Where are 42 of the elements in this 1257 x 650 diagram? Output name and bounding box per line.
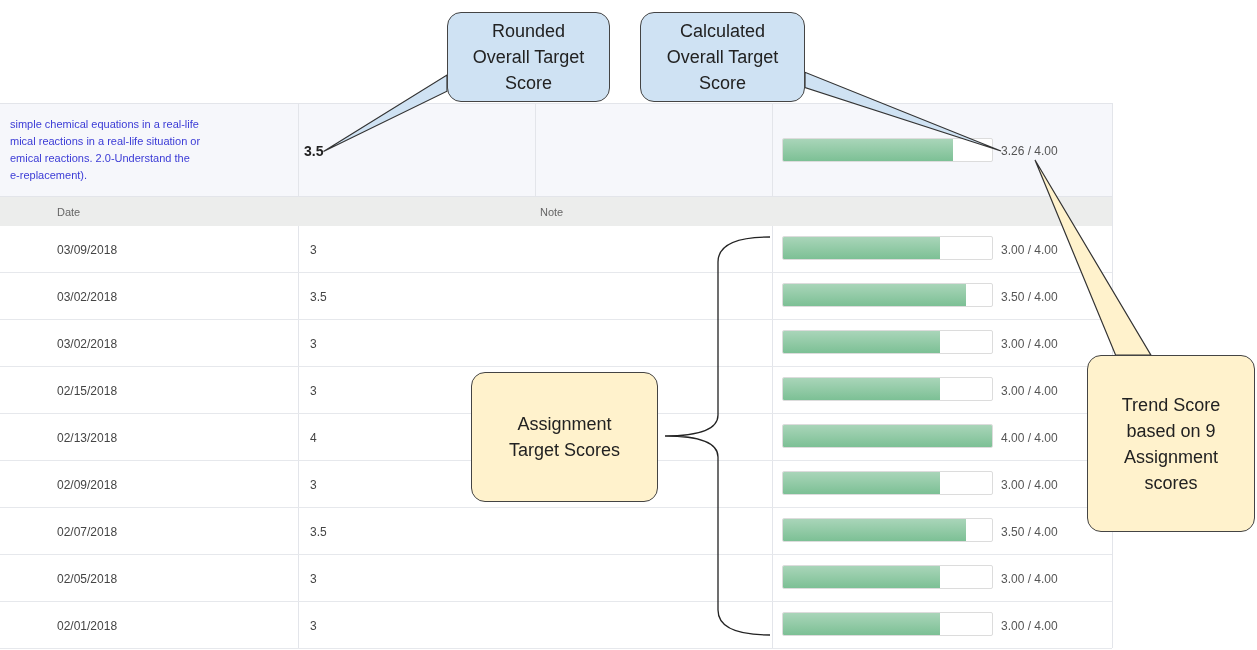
date-text: 03/02/2018 [57, 289, 118, 306]
date-text: 02/09/2018 [57, 477, 118, 494]
score-text: 3.5 [310, 289, 327, 306]
score-fraction-text: 3.50 / 4.00 [1001, 524, 1058, 541]
date-text: 02/13/2018 [57, 430, 118, 447]
date-text: 02/15/2018 [57, 383, 118, 400]
callout-pointer [804, 71, 1002, 152]
score-text: 3 [310, 477, 317, 494]
date-text: 03/02/2018 [57, 336, 118, 353]
score-fraction-text: 3.00 / 4.00 [1001, 336, 1058, 353]
callout-pointer [1034, 159, 1152, 356]
date-text: 02/05/2018 [57, 571, 118, 588]
date-text: 02/07/2018 [57, 524, 118, 541]
score-fraction-text: 3.00 / 4.00 [1001, 383, 1058, 400]
date-text: 02/01/2018 [57, 618, 118, 635]
score-text: 3 [310, 383, 317, 400]
callout-box: Trend Score based on 9 Assignment scores [1087, 355, 1255, 532]
overall-score-text: 3.5 [304, 141, 324, 162]
score-text: 3 [310, 242, 317, 259]
standard-description-text: emical reactions. 2.0-Understand the [10, 151, 190, 166]
score-fraction-text: 3.50 / 4.00 [1001, 289, 1058, 306]
date-text: 03/09/2018 [57, 242, 118, 259]
score-fraction-text: 3.00 / 4.00 [1001, 242, 1058, 259]
score-fraction-text: 3.00 / 4.00 [1001, 571, 1058, 588]
score-text: 3 [310, 618, 317, 635]
score-fraction-text: 4.00 / 4.00 [1001, 430, 1058, 447]
callout-box: Assignment Target Scores [471, 372, 658, 502]
standard-description-text: e-replacement). [10, 168, 88, 183]
standard-description-text: mical reactions in a real-life situation or [10, 134, 201, 149]
column-header: Note [540, 205, 564, 220]
score-fraction-text: 3.00 / 4.00 [1001, 477, 1058, 494]
callout-box: Calculated Overall Target Score [640, 12, 805, 102]
standard-description-text: simple chemical equations in a real-life [10, 117, 199, 132]
score-fraction-text: 3.00 / 4.00 [1001, 618, 1058, 635]
callout-pointer [322, 73, 448, 153]
score-text: 4 [310, 430, 317, 447]
score-text: 3 [310, 336, 317, 353]
score-text: 3.5 [310, 524, 327, 541]
overall-score-fraction-text: 3.26 / 4.00 [1001, 142, 1058, 160]
score-text: 3 [310, 571, 317, 588]
callout-box: Rounded Overall Target Score [447, 12, 610, 102]
column-header: Date [57, 205, 81, 220]
